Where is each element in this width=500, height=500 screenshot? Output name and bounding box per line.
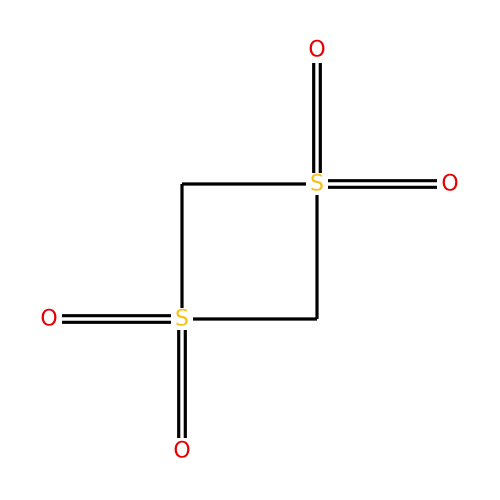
atom-layer: S S O O O O [40, 38, 458, 464]
atom-label-s1: S [310, 172, 324, 197]
atom-label-s2: S [175, 307, 189, 332]
bond-layer [62, 63, 437, 438]
atom-label-o2: O [441, 172, 458, 197]
atom-label-o3: O [40, 307, 57, 332]
atom-label-o1: O [308, 38, 325, 63]
atom-label-o4: O [173, 439, 190, 464]
